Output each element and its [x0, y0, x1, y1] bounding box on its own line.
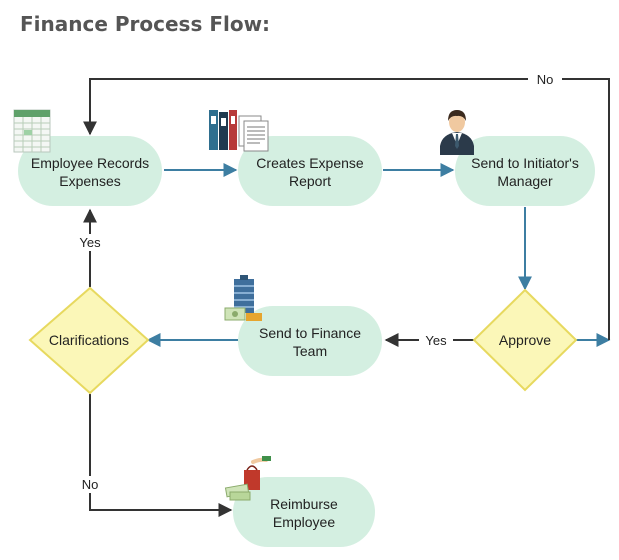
page-title: Finance Process Flow:: [20, 12, 271, 36]
businessman-icon: [440, 110, 474, 155]
edge-label-bg-clarifications-yes: [74, 234, 108, 251]
node-finance-team-line2: Team: [293, 343, 327, 359]
node-employee-records: Employee Records Expenses: [18, 136, 162, 206]
edge-label-bg-approve-no: [528, 71, 562, 87]
node-expense-report-line1: Creates Expense: [256, 155, 364, 171]
spreadsheet-icon: [13, 109, 51, 153]
edge-label-bg-clarifications-no: [74, 476, 106, 493]
binders-documents-icon: [209, 110, 269, 152]
node-clarifications: Clarifications: [28, 286, 150, 395]
node-approve: Approve: [472, 288, 578, 392]
node-finance-team: Send to Finance Team: [238, 306, 382, 376]
node-reimburse-line1: Reimburse: [270, 496, 338, 512]
node-approve-label: Approve: [499, 332, 551, 348]
node-reimburse: Reimburse Employee: [233, 477, 375, 547]
edge-label-approve-yes: Yes: [425, 333, 447, 348]
node-employee-records-line1: Employee Records: [31, 155, 149, 171]
office-building-money-icon: [224, 275, 262, 321]
node-manager-line1: Send to Initiator's: [471, 155, 579, 171]
edge-clarifications-no: [89, 394, 233, 517]
node-expense-report: Creates Expense Report: [238, 136, 382, 206]
edge-label-approve-no: No: [537, 72, 554, 87]
money-hand-shopping-bag-icon: [224, 456, 271, 501]
node-manager: Send to Initiator's Manager: [455, 136, 595, 206]
node-finance-team-line1: Send to Finance: [259, 325, 361, 341]
edge-approve-no-loop: [83, 78, 610, 340]
node-manager-line2: Manager: [497, 173, 553, 189]
node-employee-records-line2: Expenses: [59, 173, 120, 189]
edge-label-bg-approve-yes: [419, 332, 453, 348]
edge-label-clarifications-yes: Yes: [79, 235, 101, 250]
node-reimburse-line2: Employee: [273, 514, 335, 530]
edge-label-clarifications-no: No: [82, 477, 99, 492]
node-expense-report-line2: Report: [289, 173, 331, 189]
node-clarifications-label: Clarifications: [49, 332, 129, 348]
